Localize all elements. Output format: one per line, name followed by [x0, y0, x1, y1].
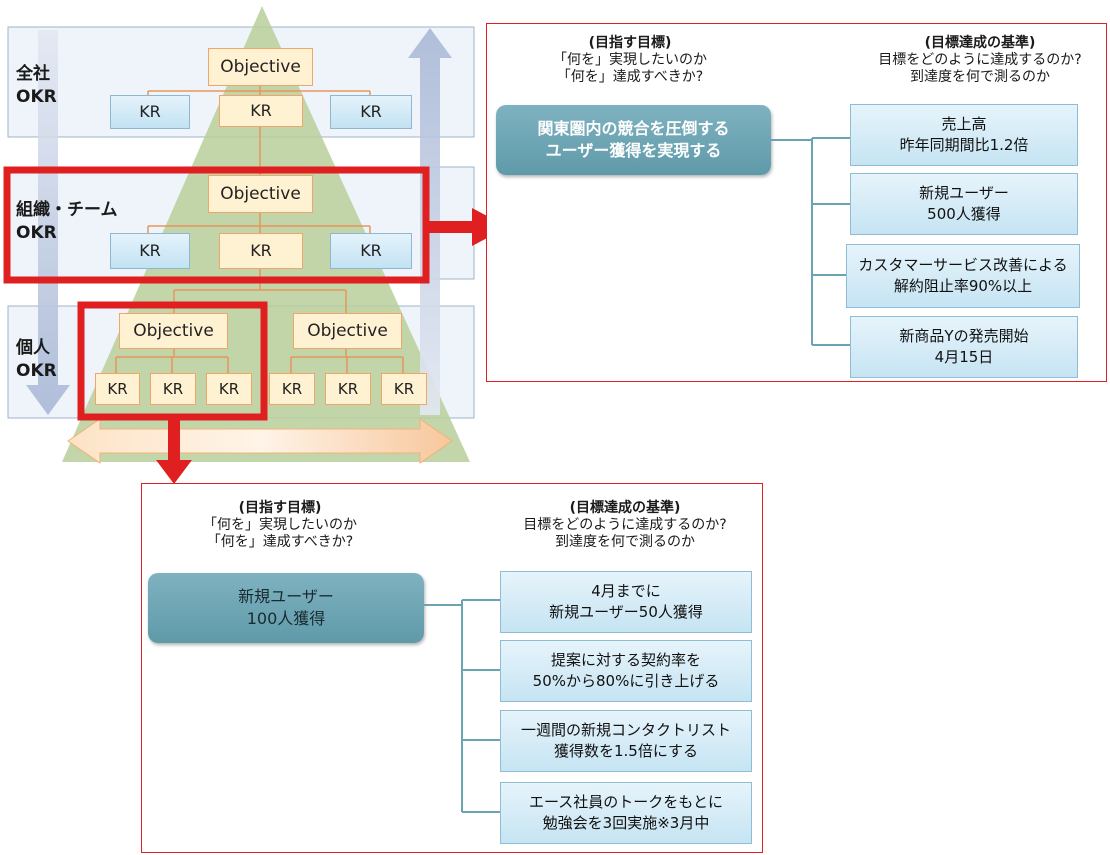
individual-criterion-4: エース社員のトークをもとに勉強会を3回実施※3月中 — [500, 782, 752, 844]
team-criterion-3: カスタマーサービス改善による解約阻止率90%以上 — [846, 244, 1080, 308]
team-kr-1: KR — [110, 233, 190, 269]
company-kr-2: KR — [219, 95, 303, 127]
team-objective: Objective — [208, 175, 313, 213]
team-goal-header: (目指す目標) 「何を」実現したいのか 「何を」達成すべきか? — [553, 35, 707, 85]
individual-goal-header: (目指す目標) 「何を」実現したいのか 「何を」達成すべきか? — [203, 500, 357, 550]
individual-kr-4: KR — [269, 373, 315, 405]
company-objective: Objective — [208, 48, 313, 86]
individual-criterion-3: 一週間の新規コンタクトリスト獲得数を1.5倍にする — [500, 710, 752, 772]
individual-kr-5: KR — [325, 373, 371, 405]
team-kr-3: KR — [330, 233, 412, 269]
team-criteria-header: (目標達成の基準) 目標をどのように達成するのか? 到達度を何で測るのか — [878, 35, 1082, 85]
individual-criteria-header: (目標達成の基準) 目標をどのように達成するのか? 到達度を何で測るのか — [523, 500, 727, 550]
company-kr-3: KR — [330, 95, 412, 129]
individual-objective-right: Objective — [293, 313, 402, 349]
individual-criterion-1: 4月までに新規ユーザー50人獲得 — [500, 571, 752, 633]
company-kr-1: KR — [110, 95, 190, 129]
individual-kr-2: KR — [150, 373, 196, 405]
individual-kr-1: KR — [95, 373, 140, 405]
team-tree-connectors — [771, 137, 850, 346]
individual-objective-left: Objective — [119, 313, 228, 349]
team-kr-2: KR — [219, 233, 303, 269]
individual-arrow — [156, 417, 192, 484]
individual-kr-6: KR — [381, 373, 427, 405]
individual-kr-3: KR — [206, 373, 252, 405]
team-criterion-1: 売上高昨年同期間比1.2倍 — [850, 104, 1078, 166]
team-goal-box: 関東圏内の競合を圧倒するユーザー獲得を実現する — [496, 105, 771, 175]
